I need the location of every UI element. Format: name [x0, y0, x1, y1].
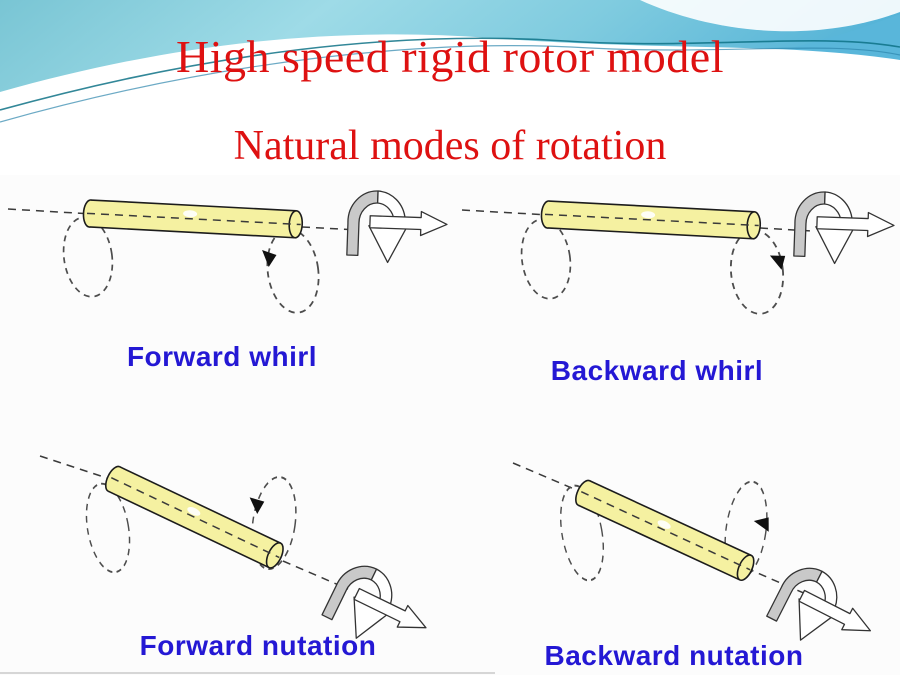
forward-nutation-diagram [39, 455, 441, 665]
rotation-axis-line [7, 208, 93, 215]
backward-nutation-label: Backward nutation [544, 640, 804, 671]
forward-whirl-label: Forward whirl [126, 341, 318, 372]
spin-arrow [345, 189, 449, 266]
backward-whirl-diagram [461, 190, 896, 318]
slide-title: High speed rigid rotor model [175, 31, 724, 82]
header-wave-white [0, 34, 900, 175]
rotation-direction-arrow [248, 497, 265, 515]
rotor-cylinder [540, 199, 762, 240]
rotation-axis-line [461, 209, 550, 216]
rotation-axis-line [745, 567, 807, 595]
rotor-cylinder [571, 477, 758, 584]
rotation-direction-arrow [753, 514, 775, 536]
forward-nutation-label: Forward nutation [139, 630, 377, 661]
slide-bottom-edge [0, 672, 495, 674]
rotation-axis-line [39, 455, 117, 482]
rotor-cylinder [101, 463, 288, 572]
backward-nutation-diagram [512, 462, 886, 668]
header-wave-line-dark [0, 37, 900, 111]
header-wave-decoration [0, 0, 900, 175]
slide-header: High speed rigid rotor model [0, 0, 900, 175]
rotation-direction-arrow [259, 249, 277, 268]
backward-whirl-label: Backward whirl [550, 355, 764, 386]
header-wave-line-light [0, 45, 900, 123]
forward-whirl-diagram [7, 189, 449, 317]
whirl-orbit-ellipse [261, 225, 325, 317]
header-wave-top-sliver [640, 0, 900, 32]
slide-subtitle: Natural modes of rotation [233, 123, 667, 169]
rotor-cylinder [82, 198, 304, 239]
whirl-orbit-ellipse [725, 226, 789, 318]
spin-arrow [792, 190, 896, 267]
rotation-axis-line [512, 462, 587, 495]
rotation-direction-arrow [769, 252, 788, 272]
